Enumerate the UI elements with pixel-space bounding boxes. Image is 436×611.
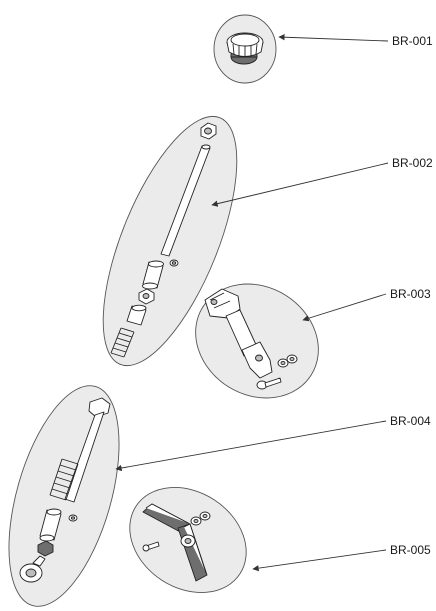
part-br-005[interactable]: BR-005 bbox=[110, 466, 431, 611]
fork-bracket-drawing bbox=[204, 288, 298, 390]
br-002-leader-line bbox=[211, 162, 389, 207]
bolt-spring-drawing bbox=[19, 397, 111, 583]
br-005-label: BR-005 bbox=[390, 543, 431, 557]
br-003-label: BR-003 bbox=[390, 287, 431, 301]
br-004-label: BR-004 bbox=[390, 414, 431, 428]
br-002-label: BR-002 bbox=[392, 156, 433, 170]
cap-drawing bbox=[226, 32, 264, 65]
br-001-leader-line bbox=[278, 34, 389, 42]
part-br-004[interactable]: BR-004 bbox=[0, 373, 431, 611]
part-br-003[interactable]: BR-003 bbox=[174, 261, 431, 420]
br-004-leader-line bbox=[115, 420, 387, 472]
br-003-leader-line bbox=[302, 293, 387, 322]
t-lever-drawing bbox=[142, 503, 211, 582]
rod-assembly-drawing bbox=[110, 122, 217, 358]
br-001-label: BR-001 bbox=[392, 34, 433, 48]
part-br-001[interactable]: BR-001 bbox=[213, 14, 433, 84]
br-005-leader-line bbox=[252, 549, 387, 572]
part-br-002[interactable]: BR-002 bbox=[76, 100, 433, 383]
